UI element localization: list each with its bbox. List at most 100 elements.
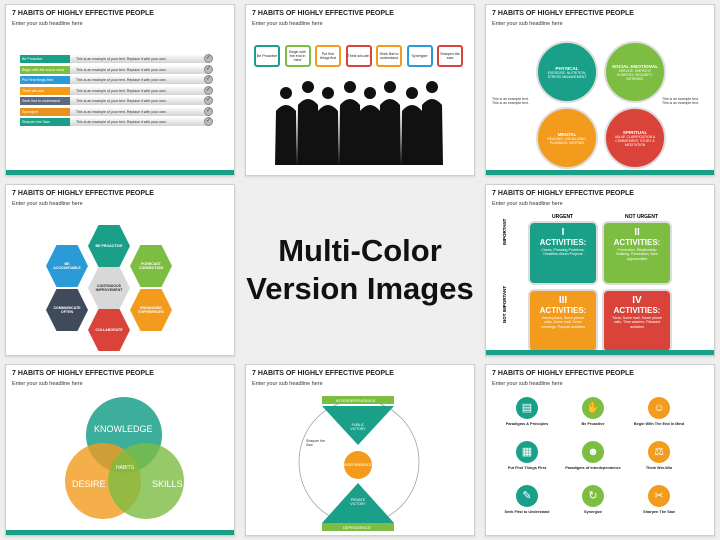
person-body [275,105,297,165]
slide-thumbnail-maturity-continuum[interactable]: 7 HABITS OF HIGHLY EFFECTIVE PEOPLE Ente… [245,364,475,536]
person-body [297,99,319,165]
person-body [317,105,339,165]
footer-bar [6,170,234,175]
bubble-text: Sharpen the saw [440,51,460,60]
circle-body: SERVICE, EMPATHY, SYNERGY, SECURITY, INT… [617,68,653,81]
right-note: This is an example text. This is an exam… [662,97,699,105]
clipboard-icon: ▦ [516,441,538,463]
slide-thumbnail-venn[interactable]: 7 HABITS OF HIGHLY EFFECTIVE PEOPLE Ente… [5,364,235,536]
slide-thumbnail-hexagons[interactable]: 7 HABITS OF HIGHLY EFFECTIVE PEOPLE Ente… [5,184,235,356]
person-body [379,99,401,165]
hexagon-label: COMMUNICATE OFTEN [53,306,81,314]
bubble-text: Begin with the end in mind [289,49,306,63]
person-head [406,87,418,99]
slide-thumbnail-silhouettes[interactable]: 7 HABITS OF HIGHLY EFFECTIVE PEOPLE Ente… [245,4,475,176]
check-icon: ✓ [204,85,213,95]
hexagon: BE ACCOUNTABLE [46,245,88,287]
check-icon: ✓ [204,117,213,126]
hexagon-center: CONTINUOUS IMPROVEMENT [88,267,130,309]
slide-title: 7 HABITS OF HIGHLY EFFECTIVE PEOPLE [12,370,154,377]
person-head [322,87,334,99]
slide-title: 7 HABITS OF HIGHLY EFFECTIVE PEOPLE [252,370,394,377]
slide-title: 7 HABITS OF HIGHLY EFFECTIVE PEOPLE [492,370,634,377]
quadrant-title: ACTIVITIES: [613,306,661,315]
habit-row-label: Be Proactive [20,55,70,63]
label-dependence: DEPENDENCE [343,525,371,530]
speech-bubble: Think win-win [345,45,372,67]
habit-row-text: This is an example of your text. Replace… [70,76,210,84]
quadrant-number: III [558,295,568,306]
circle-body: EXERCISE, NUTRITION, STRESS MANAGEMENT [547,70,587,79]
person-head [280,87,292,99]
footer-bar [6,530,234,535]
venn-diagram [65,397,184,519]
icon-label: Synergize [584,510,602,514]
hexagon-label: ENHANCING EXPERIENCES [138,306,164,314]
slide-title: 7 HABITS OF HIGHLY EFFECTIVE PEOPLE [12,190,154,197]
col-urgent: URGENT [552,214,574,220]
bubble-text: Seek first to understand [379,51,399,60]
slide-thumbnail-time-matrix[interactable]: 7 HABITS OF HIGHLY EFFECTIVE PEOPLE Ente… [485,184,715,356]
slide-title: 7 HABITS OF HIGHLY EFFECTIVE PEOPLE [492,190,634,197]
heading-line-2: Version Images [246,271,474,306]
quadrant-title: ACTIVITIES: [613,238,661,247]
business-people-silhouette [275,81,443,165]
hexagon: COLLABORATE [88,309,130,351]
person-body [401,105,423,165]
hexagon-label: BE ACCOUNTABLE [53,262,81,270]
venn-label-desire: DESIRE [72,479,106,489]
quadrant-number: IV [632,295,642,306]
bubble-text: Put first things first [319,51,337,60]
hexagon: FORECAST CONNECTION [130,245,172,287]
slide-thumbnail-habit-list[interactable]: 7 HABITS OF HIGHLY EFFECTIVE PEOPLE Ente… [5,4,235,176]
person-head [364,87,376,99]
scale-icon: ⚖ [648,441,670,463]
quadrant-title: ACTIVITIES: [539,306,587,315]
habit-row-label: Synergize [20,107,70,116]
slide-thumbnail-four-dimensions[interactable]: 7 HABITS OF HIGHLY EFFECTIVE PEOPLE Ente… [485,4,715,176]
slide-thumbnail-icons[interactable]: 7 HABITS OF HIGHLY EFFECTIVE PEOPLE Ente… [485,364,715,536]
venn-circle-skills [108,443,184,519]
left-note: This is an example text. This is an exam… [492,97,529,105]
habit-row-text: This is an example of your text. Replace… [70,55,210,63]
person-head [426,81,438,93]
speech-bubble: Begin with the end in mind [284,45,311,67]
icon-label: Seek First to Understand [504,510,550,514]
speech-bubble: Sharpen the saw [437,45,463,67]
bubble-text: Synergize [411,53,428,58]
venn-label-knowledge: KNOWLEDGE [94,424,153,434]
habit-row-label: Sharpen the Saw [20,118,70,126]
check-icon: ✓ [204,106,213,116]
icon-label: Sharpen The Saw [643,510,675,514]
quadrant-number: I [561,227,565,238]
hand-icon: ✋ [582,397,604,419]
label-interdependence: INTERDEPENDENCE [336,398,376,403]
footer-bar [486,350,714,355]
label-public-victory: PUBLIC VICTORY [350,423,366,431]
speech-bubble: Be Proactive [254,45,280,67]
quadrant-items: Prevention, Relationship Building, Recre… [616,248,658,261]
person-body [359,105,381,165]
circle-title: SOCIAL EMOTIONAL [611,63,659,69]
quadrant-title: ACTIVITIES: [539,238,587,247]
hexagon: COMMUNICATE OFTEN [46,289,88,331]
icon-label: Paradigms of Interdependence [565,466,621,470]
circle-title: PHYSICAL [555,65,579,71]
icon-label: Put First Things First [507,466,547,470]
heading-line-1: Multi-Color [278,233,442,268]
footer-bar [486,170,714,175]
person-body [339,99,361,165]
habit-row-text: This is an example of your text. Replace… [70,65,210,74]
circle-title: MENTAL [557,131,577,137]
hexagon-center-label: CONTINUOUS IMPROVEMENT [95,284,123,292]
circle-body: READING, VISUALIZING, PLANNING, WRITING [547,136,587,145]
label-independence: INDEPENDENCE [344,463,372,467]
